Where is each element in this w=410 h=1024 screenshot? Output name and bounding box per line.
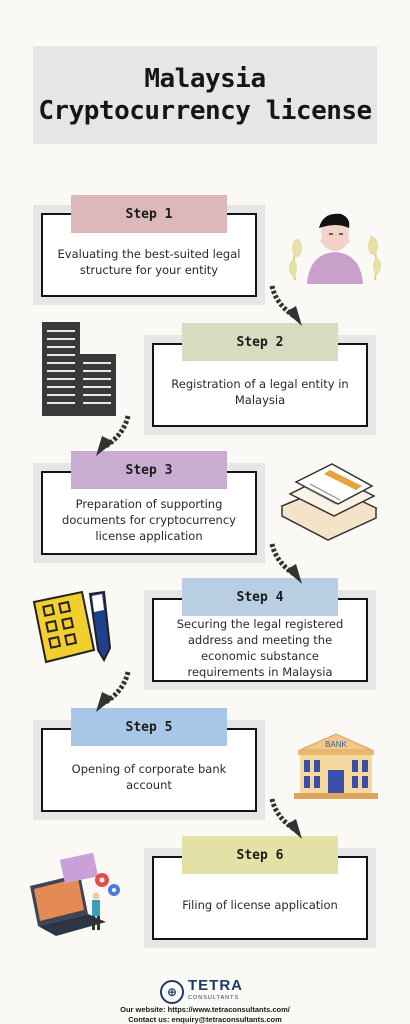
step-4-text: Securing the legal registered address an… xyxy=(176,617,344,679)
thinking-person-icon xyxy=(289,213,381,284)
bank-icon: BANK xyxy=(294,733,378,799)
step-2-label: Step 2 xyxy=(182,323,338,361)
bank-sign-text: BANK xyxy=(325,740,347,749)
logo-name: TETRA xyxy=(188,977,243,994)
logo-mark-icon: ⊕ xyxy=(160,980,184,1004)
step-3-text: Preparation of supporting documents for … xyxy=(62,497,236,543)
step-2-card: Registration of a legal entity in Malays… xyxy=(144,323,376,435)
company-logo[interactable]: ⊕ TETRA CONSULTANTS xyxy=(160,977,243,1004)
step-1-card: Evaluating the best-suited legal structu… xyxy=(33,195,265,305)
title-banner: Malaysia Cryptocurrency license xyxy=(33,46,377,144)
arrow-down-right-icon xyxy=(269,285,302,326)
buildings-icon xyxy=(42,322,116,416)
contact-email[interactable]: Contact us: enquiry@tetraconsultants.com xyxy=(128,1015,282,1024)
step-5-label: Step 5 xyxy=(71,708,227,746)
step-4-card: Securing the legal registered address an… xyxy=(144,578,376,690)
arrow-down-right-icon xyxy=(269,798,302,839)
step-6-text: Filing of license application xyxy=(182,898,338,912)
step-3-label: Step 3 xyxy=(71,451,227,489)
step-1-text: Evaluating the best-suited legal structu… xyxy=(57,247,241,277)
step-2-text: Registration of a legal entity in Malays… xyxy=(171,377,349,407)
page-title-line2: Cryptocurrency license xyxy=(38,96,372,126)
checklist-pen-icon xyxy=(32,590,112,664)
step-5-text: Opening of corporate bank account xyxy=(71,762,227,792)
arrow-down-left-icon xyxy=(96,415,131,456)
step-3-card: Preparation of supporting documents for … xyxy=(33,451,265,563)
step-6-card: Filing of license application Step 6 xyxy=(144,836,376,948)
documents-stack-icon xyxy=(280,463,378,541)
website-link[interactable]: Our website: https://www.tetraconsultant… xyxy=(120,1005,290,1014)
arrow-down-right-icon xyxy=(269,543,302,584)
logo-sub: CONSULTANTS xyxy=(188,995,240,1001)
step-4-label: Step 4 xyxy=(182,578,338,616)
page-title-line1: Malaysia xyxy=(144,64,266,94)
step-5-card: Opening of corporate bank account Step 5 xyxy=(33,708,265,820)
step-1-label: Step 1 xyxy=(71,195,227,233)
laptop-worker-icon xyxy=(30,852,120,936)
arrow-down-left-icon xyxy=(96,671,131,712)
step-6-label: Step 6 xyxy=(182,836,338,874)
